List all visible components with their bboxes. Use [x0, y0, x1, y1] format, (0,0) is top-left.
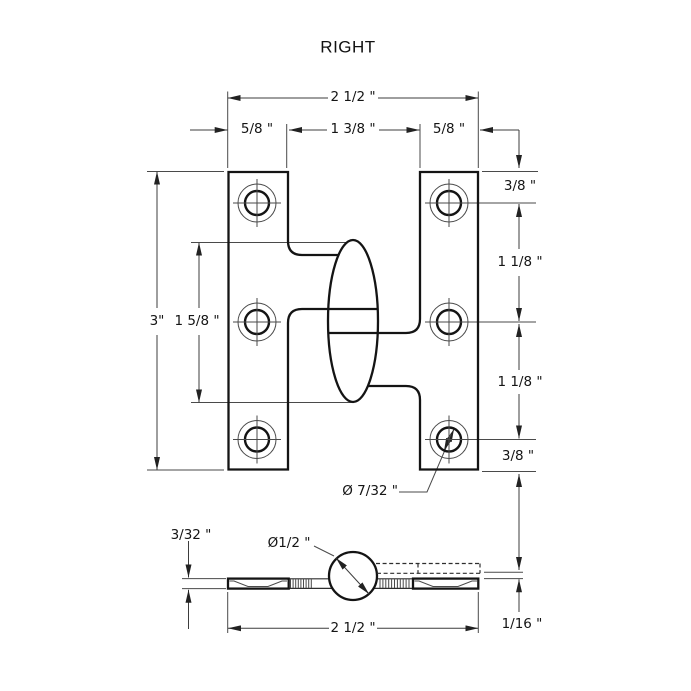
dim-side-overall-width: 2 1/2 " — [330, 620, 375, 636]
hole-top-left — [231, 177, 283, 229]
hole-top-right — [423, 177, 475, 229]
front-view: 2 1/2 " 5/8 " 1 3/8 " 5/8 " 3" 1 5/8 " 3… — [147, 89, 543, 570]
screw-holes — [231, 177, 475, 465]
dim-leaf-thickness: 3/32 " — [171, 527, 212, 543]
right-leaf-section — [411, 577, 480, 590]
dim-overall-width: 2 1/2 " — [330, 89, 375, 105]
dim-center-span: 1 3/8 " — [330, 121, 375, 137]
right-leaf-outline — [328, 170, 480, 471]
left-leaf-section — [226, 577, 290, 590]
knuckle-barrel-circle — [327, 550, 379, 602]
front-view-labels: 2 1/2 " 5/8 " 1 3/8 " 5/8 " 3" 1 5/8 " 3… — [150, 89, 543, 499]
side-dimension-lines — [185, 541, 522, 632]
left-leaf-outline — [227, 170, 378, 471]
dim-left-leaf-width: 5/8 " — [241, 121, 273, 137]
screw-hole-leader — [399, 428, 455, 493]
hole-bottom-right — [423, 414, 475, 465]
dim-leaf-clearance: 1/16 " — [502, 616, 543, 632]
side-view: 3/32 " Ø1/2 " 2 1/2 " 1/16 " — [171, 527, 543, 636]
hole-middle-right — [423, 296, 475, 348]
hatch-ticks-left — [290, 579, 312, 588]
olive-knuckle — [326, 238, 380, 404]
drawing-title: RIGHT — [320, 38, 375, 57]
hatch-ticks-right — [379, 579, 410, 588]
hinge-leaves-front — [227, 170, 480, 471]
dim-knuckle-diameter: Ø1/2 " — [268, 535, 311, 551]
dim-knuckle-height: 1 5/8 " — [174, 313, 219, 329]
dim-upper-hole-spacing: 1 1/8 " — [497, 254, 542, 270]
dim-bottom-hole-offset: 3/8 " — [502, 448, 534, 464]
side-view-labels: 3/32 " Ø1/2 " 2 1/2 " 1/16 " — [171, 527, 543, 636]
dim-right-leaf-width: 5/8 " — [433, 121, 465, 137]
front-extension-lines — [147, 91, 538, 472]
knuckle-arms-section — [288, 578, 413, 590]
dim-top-hole-offset: 3/8 " — [504, 178, 536, 194]
leaves-section — [226, 577, 480, 590]
hidden-leaf-dashed — [376, 562, 481, 574]
front-dimension-lines — [154, 95, 522, 570]
side-extension-lines — [182, 571, 523, 633]
hole-middle-left — [231, 296, 283, 348]
dim-overall-height: 3" — [150, 313, 165, 329]
dim-lower-hole-spacing: 1 1/8 " — [497, 374, 542, 390]
hole-bottom-left — [231, 414, 283, 465]
dim-screw-hole-diameter: Ø 7/32 " — [342, 483, 398, 499]
